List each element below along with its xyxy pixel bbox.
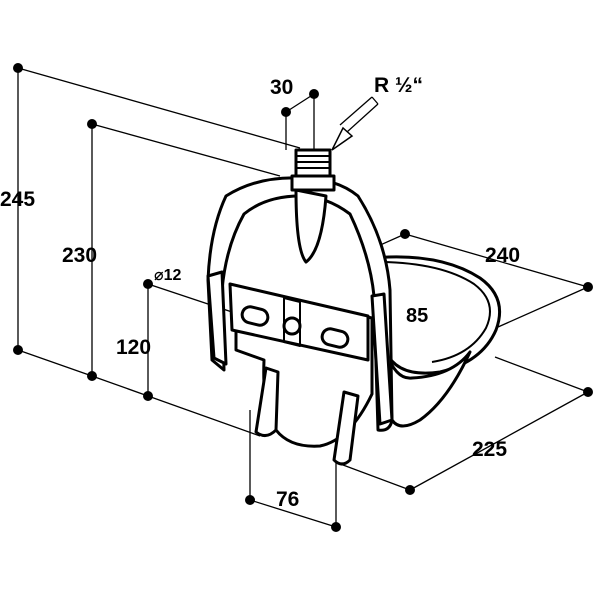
label-diameter-12: ⌀12: [154, 267, 182, 284]
label-245: 245: [0, 188, 35, 211]
dimension-120: [143, 279, 261, 437]
label-240: 240: [485, 244, 520, 267]
water-bowl: [206, 148, 501, 466]
dimension-230: [87, 119, 281, 397]
label-225: 225: [472, 438, 507, 461]
dimension-76: [245, 410, 341, 532]
dimension-225: [334, 356, 593, 495]
dimension-240: [377, 229, 593, 328]
label-120: 120: [116, 336, 151, 359]
label-30: 30: [270, 76, 293, 99]
label-thread: R ½“: [374, 74, 423, 97]
label-230: 230: [62, 244, 97, 267]
thread-arrow: [331, 96, 379, 151]
dimension-30: [281, 89, 319, 150]
label-85: 85: [406, 305, 428, 327]
label-76: 76: [276, 488, 299, 511]
dimension-245: [13, 63, 301, 377]
